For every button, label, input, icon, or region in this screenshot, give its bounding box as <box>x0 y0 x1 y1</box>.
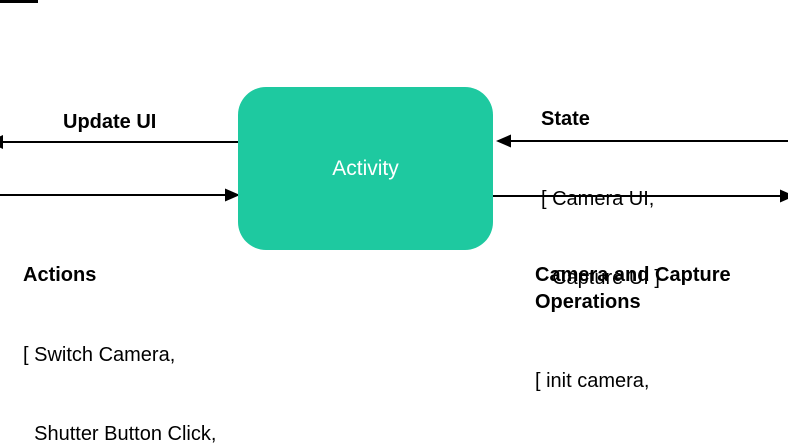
cropped-line-fragment <box>0 0 38 3</box>
camera-ops-heading: Camera and Capture Operations <box>535 264 731 313</box>
camera-ops-block: Camera and Capture Operations [ init cam… <box>535 209 731 444</box>
actions-block: Actions [ Switch Camera, Shutter Button … <box>23 209 265 444</box>
actions-heading: Actions <box>23 264 97 286</box>
update-ui-label: Update UI <box>63 111 157 133</box>
state-heading: State <box>541 108 590 130</box>
update-ui-arrow <box>0 135 238 149</box>
state-line: [ Camera UI, <box>541 187 655 210</box>
camera-ops-line: [ init camera, <box>535 370 650 392</box>
activity-box: Activity <box>238 87 493 250</box>
activity-label: Activity <box>332 156 399 180</box>
actions-line: [ Switch Camera, <box>23 343 176 366</box>
actions-line: Shutter Button Click, <box>23 423 217 444</box>
state-line: Capture UI ] <box>541 267 660 289</box>
camera-ops-arrow <box>493 189 788 203</box>
state-arrow <box>496 134 788 148</box>
actions-arrow <box>0 188 240 202</box>
state-block: State [ Camera UI, Capture UI ] <box>541 53 660 345</box>
